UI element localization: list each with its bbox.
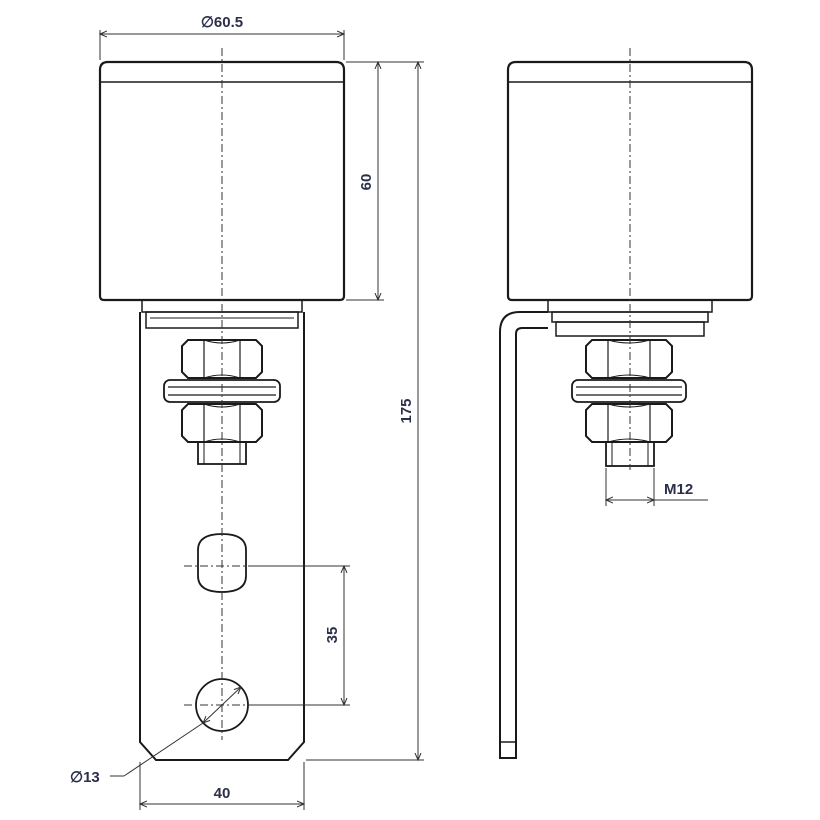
dim-hole-spacing: 35 (324, 627, 341, 644)
side-upper-nut (585, 339, 673, 379)
dim-cap-height: 60 (358, 174, 375, 191)
side-lower-nut (585, 403, 673, 443)
dim-plate-width: 40 (214, 785, 231, 802)
front-view (98, 48, 346, 761)
dim-cap-diameter: ∅60.5 (201, 14, 243, 31)
front-cap-body (98, 60, 346, 302)
side-bracket (499, 311, 548, 759)
dimensions: ∅60.5 60 175 35 ∅13 40 M12 (70, 14, 708, 810)
slot-hole-upper (197, 533, 247, 593)
dim-thread: M12 (664, 481, 693, 498)
lower-nut (181, 403, 263, 443)
side-cap-body (506, 60, 754, 302)
front-plate (139, 312, 305, 761)
dim-hole-diameter: ∅13 (70, 769, 100, 786)
side-view (499, 48, 754, 759)
dim-total-height: 175 (398, 398, 415, 423)
side-washer-ring (571, 379, 687, 403)
